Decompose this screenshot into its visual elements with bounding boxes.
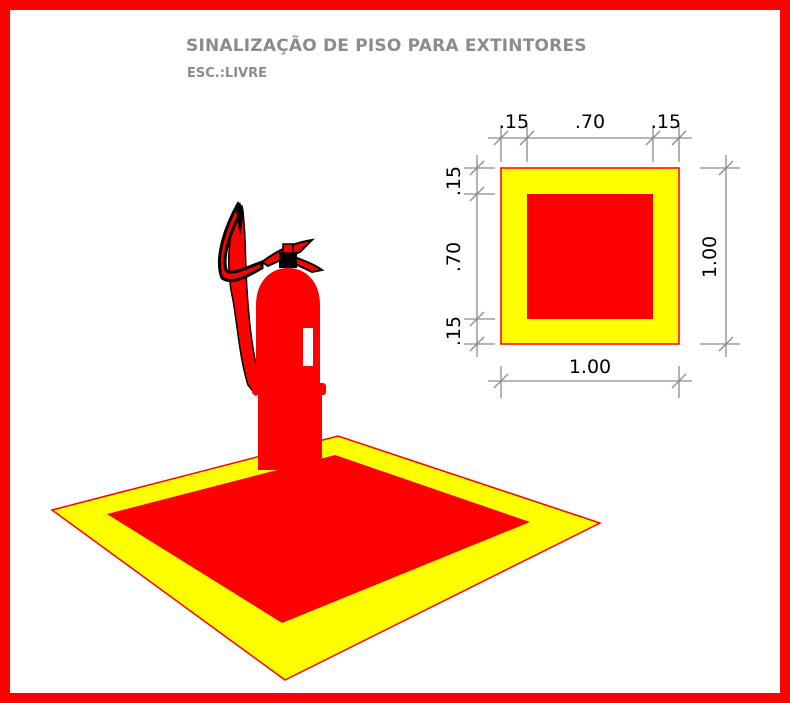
dim-top-right: .15 bbox=[651, 111, 681, 133]
dimension-lines bbox=[464, 125, 740, 398]
plan-inner-square bbox=[527, 194, 653, 319]
dim-left-bottom: .15 bbox=[443, 316, 465, 346]
page-title: SINALIZAÇÃO DE PISO PARA EXTINTORES bbox=[186, 36, 587, 56]
dim-right-total: 1.00 bbox=[699, 236, 721, 278]
dim-left-center: .70 bbox=[443, 242, 465, 272]
floor-marking-perspective bbox=[50, 435, 602, 681]
dim-top-center: .70 bbox=[575, 111, 605, 133]
plan-view bbox=[500, 167, 680, 345]
dim-top-left: .15 bbox=[499, 111, 529, 133]
dim-bottom-total: 1.00 bbox=[569, 356, 611, 378]
floor-inner-square bbox=[107, 455, 530, 623]
dim-left-top: .15 bbox=[443, 166, 465, 196]
scale-label: ESC.:LIVRE bbox=[187, 66, 267, 81]
fire-extinguisher-icon bbox=[217, 201, 326, 470]
